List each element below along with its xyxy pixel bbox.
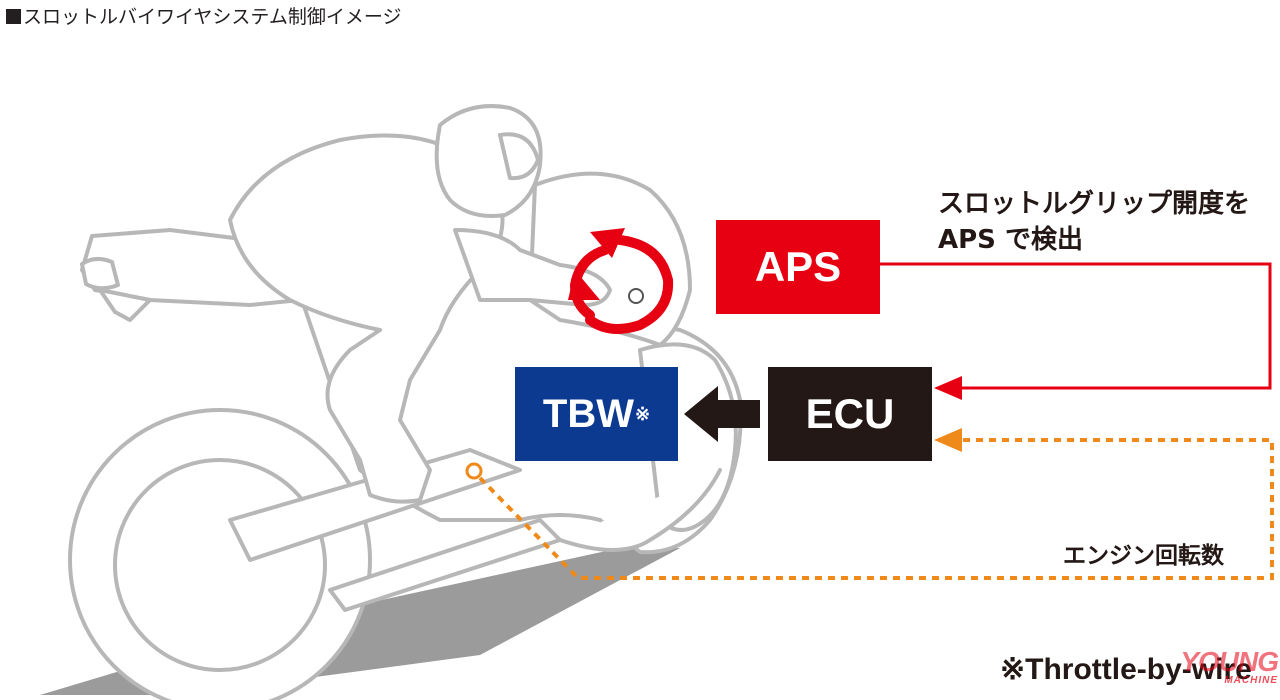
rider-body bbox=[228, 133, 505, 504]
throttle-arrow-head-2 bbox=[568, 270, 600, 300]
aps-annotation: スロットルグリップ開度を APS で検出 bbox=[938, 186, 1250, 258]
tail-light bbox=[80, 257, 120, 291]
rpm-signal-line bbox=[478, 438, 1274, 580]
watermark-line1: YOUNG bbox=[1180, 646, 1279, 677]
front-wheel bbox=[558, 468, 722, 552]
aps-label: APS bbox=[754, 243, 842, 290]
diagram-title-text: スロットルバイワイヤシステム制御イメージ bbox=[23, 6, 402, 28]
watermark-line2: MACHINE bbox=[1224, 675, 1278, 686]
tbw-block: TBW※ bbox=[515, 367, 678, 461]
throttle-grip-end bbox=[628, 288, 644, 304]
ecu-label: ECU bbox=[805, 390, 895, 437]
throttle-arrow-head-1 bbox=[590, 228, 625, 258]
aps-annotation-line1: スロットルグリップ開度を bbox=[938, 189, 1251, 219]
rear-fender bbox=[98, 288, 152, 322]
tbw-label: TBW bbox=[542, 391, 634, 436]
aps-signal-line bbox=[880, 262, 1272, 390]
rpm-signal-arrowhead bbox=[934, 428, 962, 452]
aps-annotation-line2: APS で検出 bbox=[938, 225, 1083, 255]
aps-signal-arrowhead bbox=[934, 376, 962, 400]
square-bullet-icon bbox=[6, 9, 21, 24]
aps-block: APS bbox=[716, 220, 880, 314]
watermark-logo: YOUNG MACHINE bbox=[1162, 646, 1279, 698]
ecu-to-tbw-arrow bbox=[684, 386, 760, 442]
tbw-footnote-mark: ※ bbox=[634, 403, 651, 424]
helmet-visor bbox=[498, 132, 540, 181]
footnote: ※Throttle-by-wire bbox=[1000, 653, 1252, 686]
engine-rpm-annotation: エンジン回転数 bbox=[1063, 543, 1224, 569]
rear-wheel-rim bbox=[113, 458, 327, 672]
rpm-sensor-point bbox=[465, 462, 483, 480]
diagram-title: スロットルバイワイヤシステム制御イメージ bbox=[6, 2, 401, 29]
ecu-block: ECU bbox=[768, 367, 932, 461]
exhaust bbox=[328, 518, 562, 612]
